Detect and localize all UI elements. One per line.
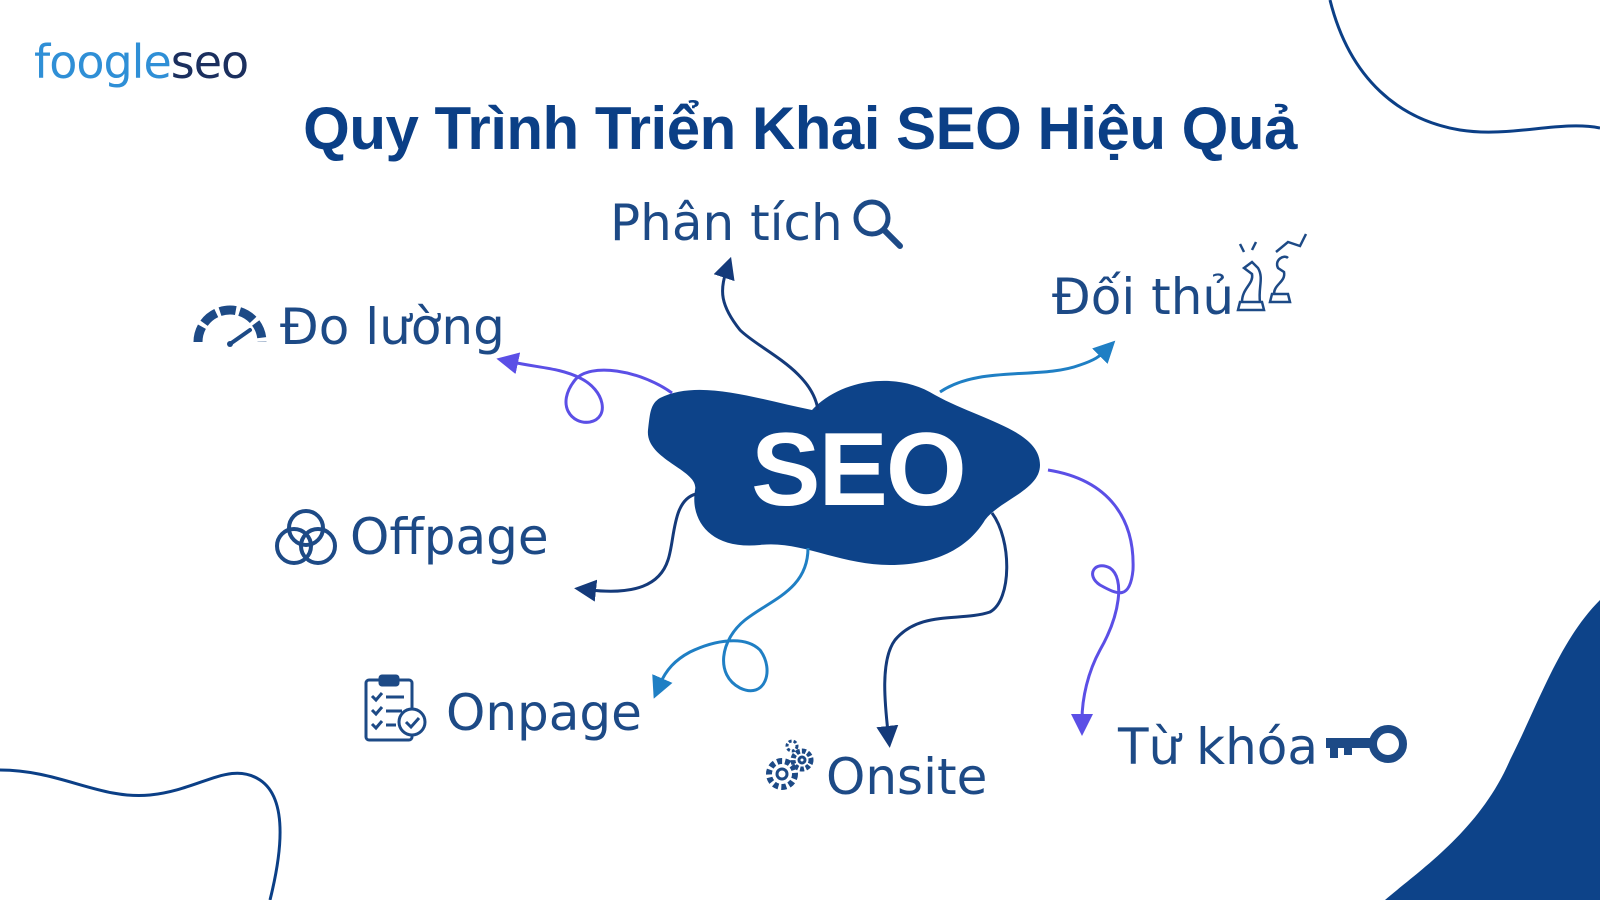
- arrow-onpage: [652, 547, 810, 699]
- node-label-doi-thu: Đối thủ: [1052, 268, 1235, 326]
- node-label-do-luong: Đo lường: [280, 298, 505, 356]
- speedometer-icon: [193, 305, 267, 347]
- decor-curve-top-right: [1328, 0, 1600, 134]
- foogleseo-logo: foogle seo: [34, 34, 249, 90]
- key-icon: [1326, 725, 1407, 763]
- arrow-do-luong: [496, 352, 673, 424]
- magnifier-icon: [853, 199, 903, 249]
- node-label-onsite: Onsite: [826, 748, 988, 806]
- interlocking-rings-icon: [275, 509, 337, 565]
- node-label-tu-khoa: Từ khóa: [1118, 718, 1318, 776]
- page-title: Quy Trình Triển Khai SEO Hiệu Quả: [303, 95, 1297, 162]
- logo-word-foogle: foogle: [34, 35, 172, 89]
- arrow-tu-khoa: [1047, 468, 1135, 736]
- seo-center-blob: [647, 380, 1040, 565]
- arrow-onsite: [876, 512, 1009, 748]
- arrow-phan-tich: [713, 256, 820, 411]
- arrow-doi-thu: [939, 340, 1116, 394]
- chess-pieces-icon: [1236, 233, 1308, 312]
- seo-center-label: SEO: [751, 412, 967, 528]
- logo-word-seo: seo: [170, 35, 249, 89]
- gears-icon: [766, 739, 814, 790]
- decor-curve-bottom-left: [0, 768, 282, 900]
- checklist-clipboard-icon: [364, 674, 427, 742]
- arrow-offpage: [574, 492, 697, 602]
- node-label-onpage: Onpage: [446, 684, 642, 742]
- node-label-offpage: Offpage: [350, 508, 549, 566]
- node-label-phan-tich: Phân tích: [610, 194, 843, 252]
- decor-blob-bottom-right: [1385, 600, 1600, 900]
